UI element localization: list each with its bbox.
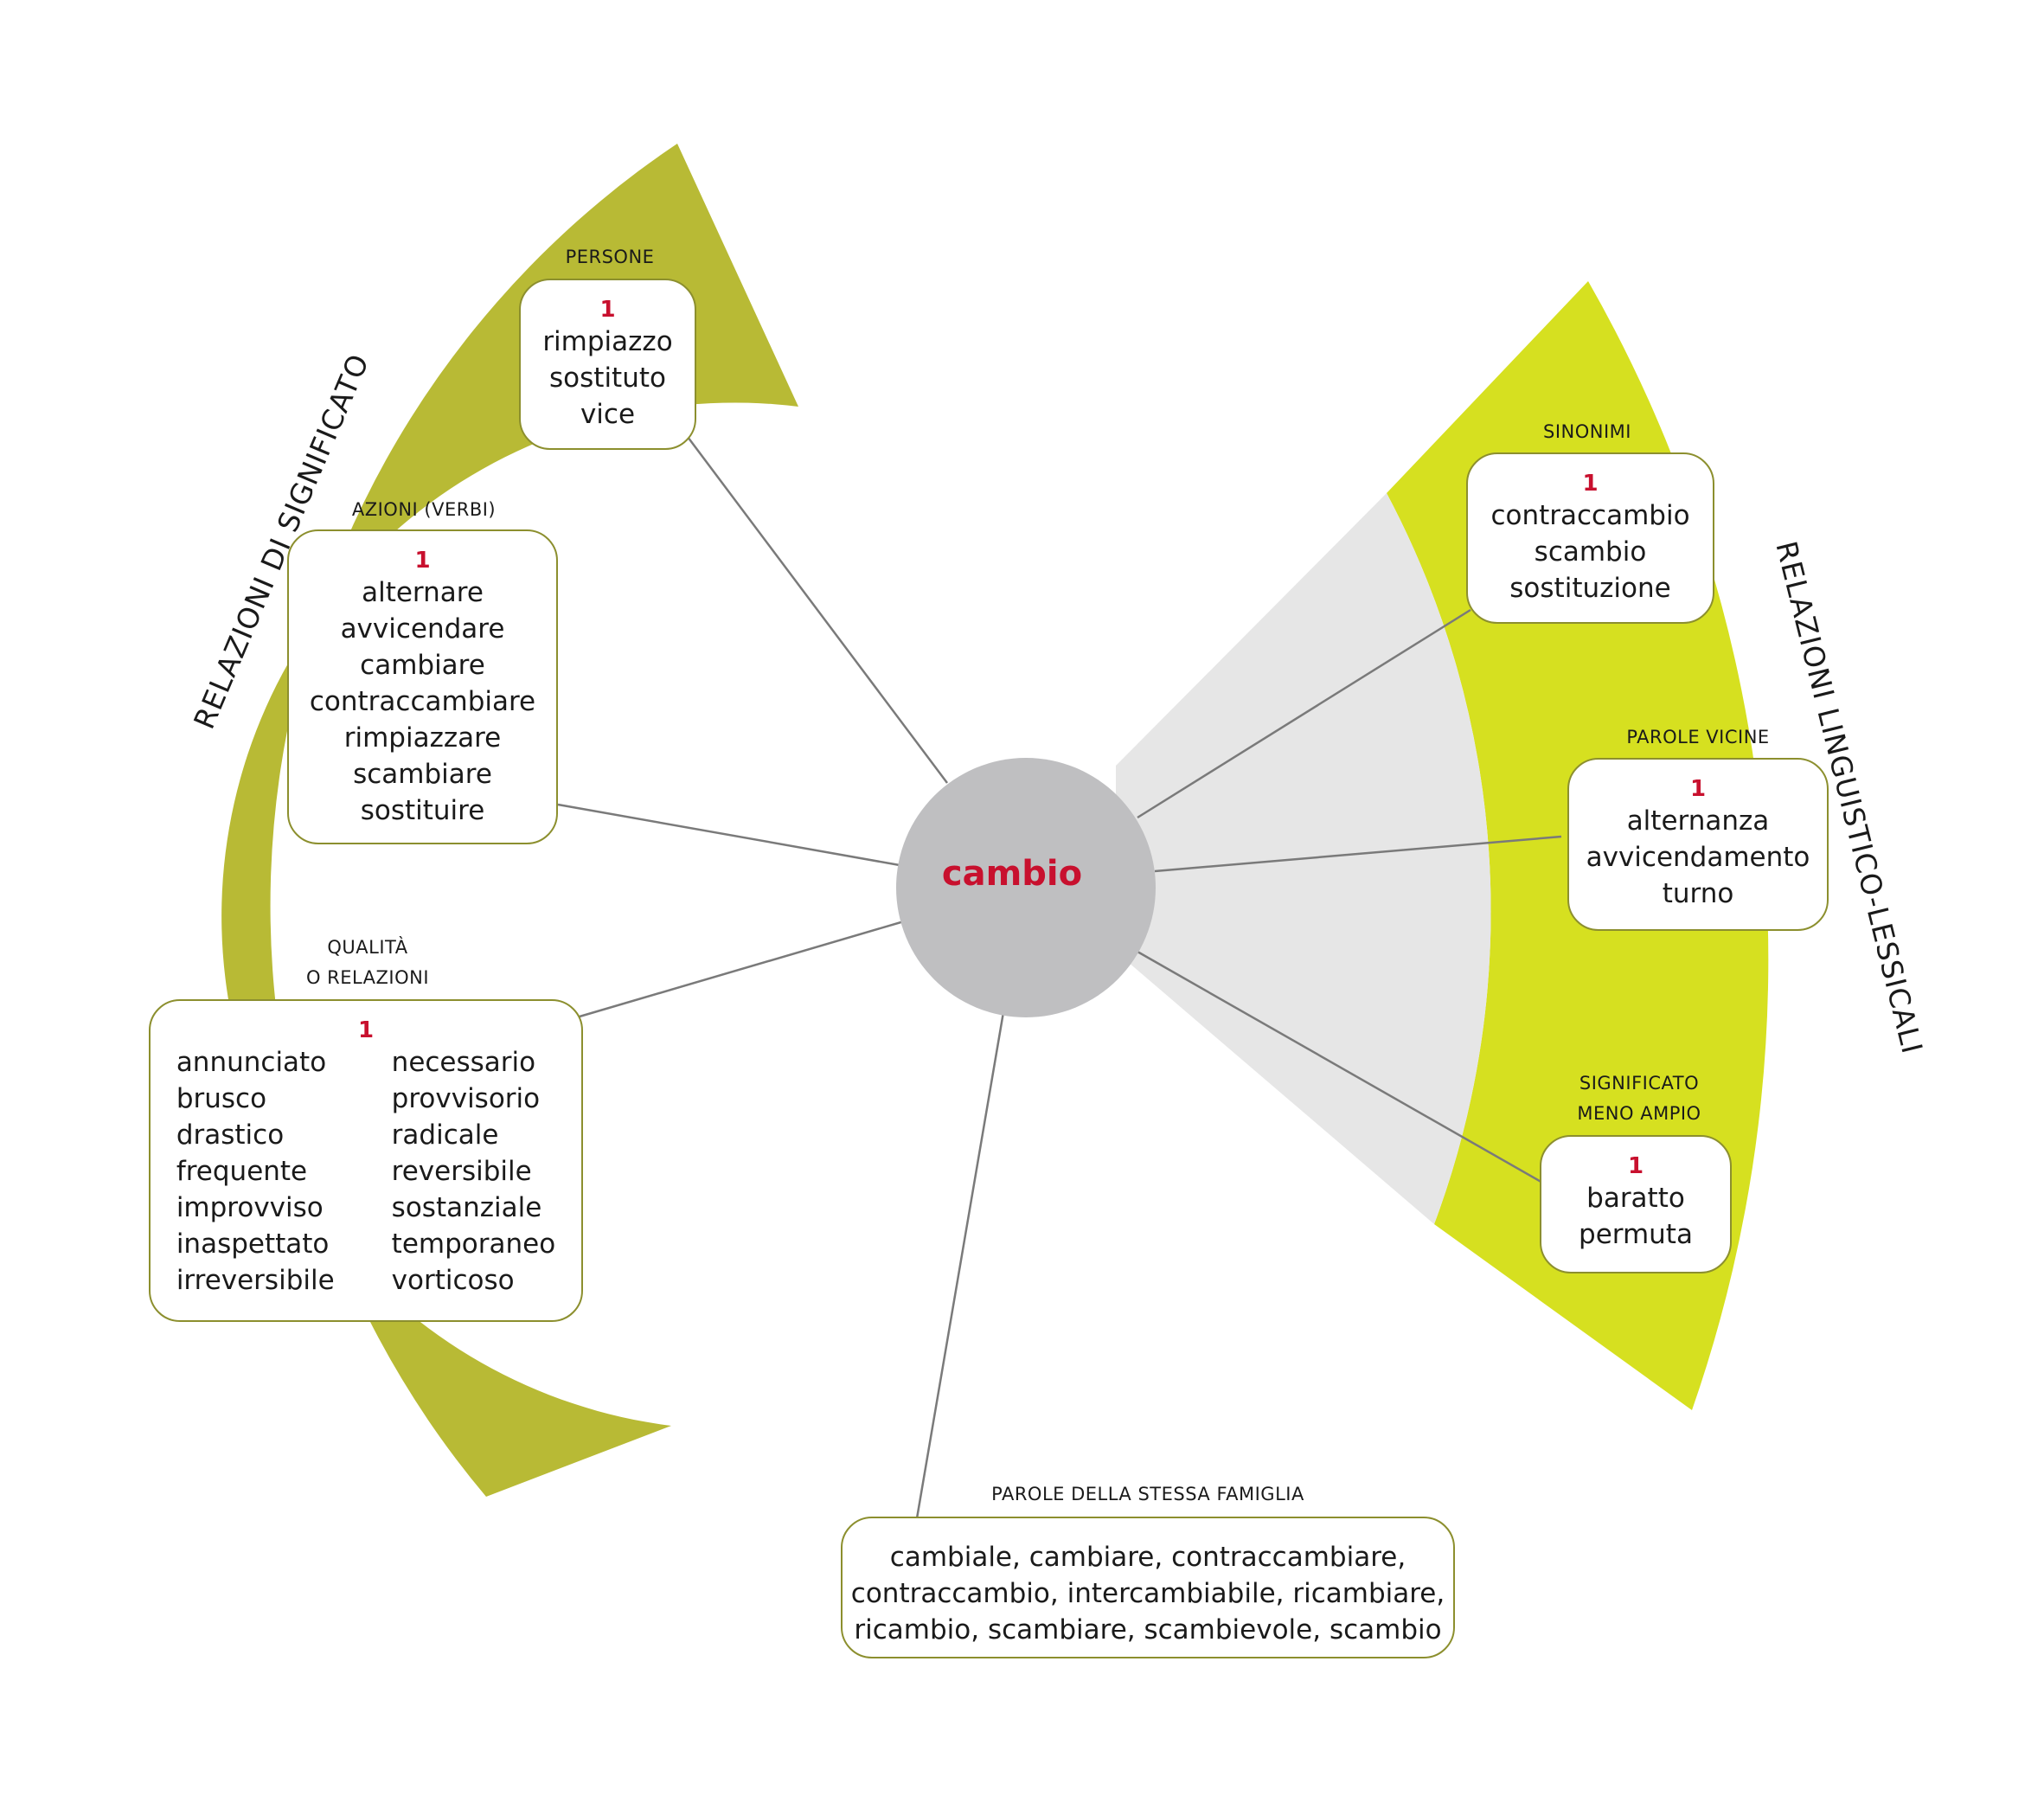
connector-persone — [687, 436, 948, 784]
azioni-word: alternare — [362, 577, 484, 608]
famiglia-line: ricambio, scambiare, scambievole, scambi… — [854, 1614, 1442, 1645]
persone-word: vice — [580, 399, 636, 430]
qualita-number: 1 — [357, 1017, 375, 1043]
persone-word: sostituto — [549, 362, 666, 394]
qualita-word: reversibile — [391, 1156, 532, 1187]
qualita-box: 1 annunciato brusco drastico frequente i… — [149, 999, 583, 1322]
qualita-word: radicale — [391, 1119, 499, 1151]
parole-vicine-word: turno — [1662, 878, 1734, 909]
qualita-word: brusco — [176, 1083, 267, 1114]
qualita-word: improvviso — [176, 1192, 324, 1223]
qualita-word: irreversibile — [176, 1265, 335, 1296]
connector-famiglia — [915, 1011, 1005, 1519]
azioni-number: 1 — [414, 548, 431, 574]
persone-number: 1 — [599, 297, 616, 323]
center-word: cambio — [941, 854, 1083, 894]
center-circle — [896, 758, 1156, 1017]
qualita-label-line2: O RELAZIONI — [305, 967, 430, 988]
qualita-word: vorticoso — [391, 1265, 515, 1296]
sinonimi-box: 1 contraccambio scambio sostituzione — [1466, 452, 1714, 624]
qualita-word: sostanziale — [391, 1192, 542, 1223]
qualita-word: frequente — [176, 1156, 308, 1187]
azioni-label: AZIONI (VERBI) — [351, 499, 497, 520]
parole-vicine-number: 1 — [1689, 776, 1707, 802]
persone-label: PERSONE — [565, 247, 655, 267]
famiglia-box: cambiale, cambiare, contraccambiare, con… — [841, 1517, 1455, 1658]
sinonimi-word: scambio — [1534, 536, 1647, 568]
parole-vicine-word: alternanza — [1626, 805, 1770, 837]
connector-sinonimi — [1137, 608, 1471, 819]
qualita-word: provvisorio — [391, 1083, 541, 1114]
significato-label: SIGNIFICATO MENO AMPIO — [1540, 1068, 1739, 1129]
famiglia-label: PAROLE DELLA STESSA FAMIGLIA — [991, 1484, 1304, 1504]
qualita-label-line1: QUALITÀ — [327, 937, 408, 958]
connector-parole-vicine — [1154, 835, 1562, 873]
azioni-box: 1 alternare avvicendare cambiare contrac… — [287, 529, 558, 844]
qualita-col1: annunciato brusco drastico frequente imp… — [176, 1044, 335, 1299]
parole-vicine-label: PAROLE VICINE — [1626, 727, 1770, 747]
sinonimi-number: 1 — [1582, 471, 1599, 497]
azioni-word: sostituire — [360, 795, 485, 826]
persone-box: 1 rimpiazzo sostituto vice — [519, 279, 696, 450]
azioni-word: contraccambiare — [309, 686, 536, 717]
azioni-word: avvicendare — [340, 613, 505, 645]
significato-number: 1 — [1627, 1153, 1644, 1179]
qualita-label: QUALITÀ O RELAZIONI — [277, 933, 458, 993]
connector-significato — [1137, 950, 1545, 1185]
sinonimi-word: contraccambio — [1490, 500, 1690, 531]
qualita-word: inaspettato — [176, 1228, 330, 1260]
famiglia-line: contraccambio, intercambiabile, ricambia… — [850, 1578, 1445, 1609]
qualita-word: drastico — [176, 1119, 285, 1151]
azioni-word: scambiare — [353, 759, 492, 790]
parole-vicine-word: avvicendamento — [1586, 842, 1810, 873]
left-band — [221, 144, 798, 1497]
sinonimi-label: SINONIMI — [1543, 421, 1631, 442]
qualita-word: annunciato — [176, 1047, 327, 1078]
persone-word: rimpiazzo — [542, 326, 673, 357]
significato-word: permuta — [1579, 1219, 1693, 1250]
qualita-word: temporaneo — [391, 1228, 556, 1260]
azioni-word: cambiare — [360, 650, 485, 681]
connector-azioni — [557, 803, 900, 867]
azioni-word: rimpiazzare — [343, 722, 502, 754]
significato-word: baratto — [1586, 1183, 1685, 1214]
parole-vicine-box: 1 alternanza avvicendamento turno — [1567, 758, 1829, 931]
famiglia-line: cambiale, cambiare, contraccambiare, — [889, 1542, 1406, 1573]
significato-label-line1: SIGNIFICATO — [1579, 1073, 1700, 1094]
significato-box: 1 baratto permuta — [1540, 1135, 1732, 1273]
qualita-word: necessario — [391, 1047, 536, 1078]
qualita-col2: necessario provvisorio radicale reversib… — [392, 1044, 556, 1299]
significato-label-line2: MENO AMPIO — [1577, 1103, 1701, 1124]
sinonimi-word: sostituzione — [1509, 573, 1671, 604]
connector-qualita — [579, 920, 905, 1018]
